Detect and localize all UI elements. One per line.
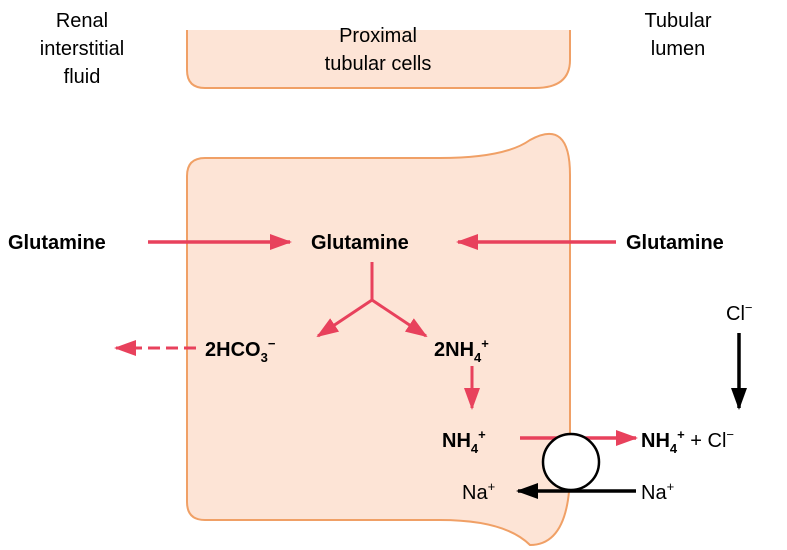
svg-text:lumen: lumen	[651, 38, 705, 60]
na-nh4-exchanger	[541, 432, 601, 492]
label-tubular-lumen: Tubular lumen	[644, 10, 711, 60]
svg-text:interstitial: interstitial	[40, 38, 124, 60]
label-renal-interstitial-fluid: Renal interstitial fluid	[40, 10, 124, 88]
sodium-cell-label: Na+	[462, 479, 495, 504]
arrow-to-bicarbonate	[316, 298, 373, 338]
svg-text:Tubular: Tubular	[644, 10, 711, 32]
ammonium-2-label: 2NH4+	[434, 336, 489, 365]
glutamine-cell-label: Glutamine	[311, 232, 409, 254]
arrow-to-ammonium	[371, 298, 428, 338]
upper-proximal-cell	[186, 30, 571, 89]
ammonium-chloride-lumen-label: NH4+ + Cl−	[641, 427, 734, 456]
chloride-label: Cl−	[726, 300, 752, 325]
ammonium-cell-label: NH4+	[442, 427, 486, 456]
glutamine-lumen-label: Glutamine	[626, 232, 724, 254]
svg-text:Proximal: Proximal	[339, 25, 417, 47]
bicarbonate-label: 2HCO3−	[205, 336, 276, 365]
svg-text:fluid: fluid	[64, 66, 101, 88]
sodium-lumen-label: Na+	[641, 479, 674, 504]
svg-text:tubular cells: tubular cells	[325, 53, 432, 75]
glutamine-interstitial-label: Glutamine	[8, 232, 106, 254]
label-proximal-tubular-cells: Proximal tubular cells	[325, 25, 432, 75]
svg-text:Renal: Renal	[56, 10, 108, 32]
